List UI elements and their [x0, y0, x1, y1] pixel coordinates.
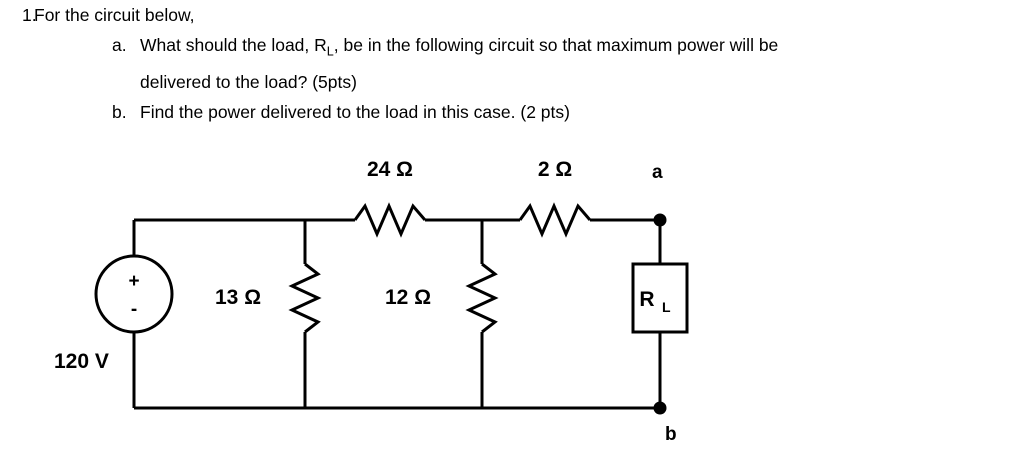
node-a-label: a — [652, 162, 663, 183]
part-a-line1-pre: What should the load, R — [140, 35, 327, 55]
source-plus-sign: + — [128, 271, 139, 292]
part-a-subscript: L — [326, 44, 334, 59]
load-label-subscript: L — [662, 299, 671, 315]
circuit-diagram: + - 120 V 13 Ω 12 Ω 24 Ω 2 Ω a b — [0, 152, 1024, 464]
resistor-12ohm-label: 12 Ω — [385, 286, 431, 309]
question-block: 1. For the circuit below, a. What should… — [0, 0, 1024, 127]
question-stem: For the circuit below, — [34, 5, 195, 25]
part-b-text: Find the power delivered to the load in … — [140, 97, 570, 127]
part-a-label: a. — [112, 35, 127, 55]
source-value-label: 120 V — [54, 350, 109, 373]
part-a-text: What should the load, RL, be in the foll… — [140, 30, 778, 97]
part-b-line1: Find the power delivered to the load in … — [140, 101, 570, 122]
resistor-2ohm-label: 2 Ω — [538, 158, 572, 181]
question-stem-row: 1. For the circuit below, — [0, 0, 1024, 30]
question-number: 1. — [22, 5, 37, 25]
voltage-source-symbol — [94, 254, 174, 334]
question-part-b: b. Find the power delivered to the load … — [0, 97, 1024, 127]
source-minus-sign: - — [131, 299, 137, 320]
part-a-line1-post: , be in the following circuit so that ma… — [333, 35, 779, 55]
load-label: R — [639, 288, 654, 311]
resistor-13ohm-zigzag — [288, 262, 322, 334]
resistor-24ohm-zigzag — [353, 202, 427, 238]
resistor-2ohm-zigzag — [518, 202, 592, 238]
resistor-13ohm-label: 13 Ω — [215, 286, 261, 309]
load-resistor-box — [631, 262, 689, 334]
resistor-12ohm-zigzag — [465, 262, 499, 334]
part-b-label: b. — [112, 101, 127, 122]
resistor-24ohm-label: 24 Ω — [367, 158, 413, 181]
question-part-a: a. What should the load, RL, be in the f… — [0, 30, 1024, 97]
node-b-label: b — [665, 424, 677, 445]
part-a-line2: delivered to the load? (5pts) — [140, 71, 357, 92]
